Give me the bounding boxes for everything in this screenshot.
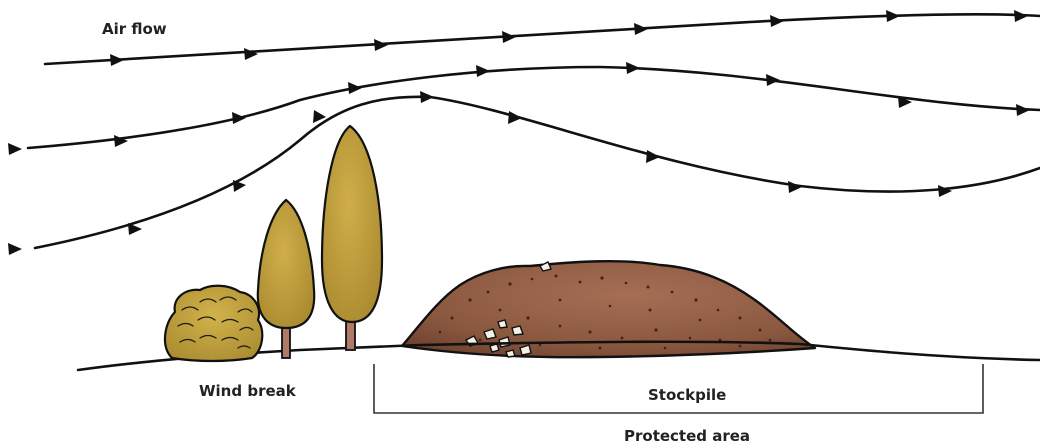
tree-tall [322,126,382,350]
tree-tall-crown [322,126,382,322]
arrow-head [476,65,490,77]
arrow-head [1014,10,1028,22]
bush [165,286,262,361]
air-flow-line-top [45,14,1040,64]
air-flow-label: Air flow [102,20,167,38]
protected-area-label: Protected area [624,427,750,445]
arrow-head [128,223,142,235]
air-flow-line-third [35,97,1040,248]
arrow-head [232,112,246,124]
arrow-head [770,15,784,27]
arrow-head [8,143,22,155]
tree-small-crown [258,200,314,328]
arrow-head [110,54,124,66]
arrow-head [233,180,246,192]
arrow-head [634,23,648,35]
arrow-head [646,150,660,163]
arrow-head [886,10,900,22]
arrow-head [348,82,362,94]
air-flow-line-second [28,67,1040,148]
arrow-head [374,39,388,51]
arrow-head [626,62,640,74]
tree-small [258,200,314,358]
arrow-head [420,91,434,103]
arrow-head [766,74,780,86]
arrow-head [502,31,516,43]
arrow-head [788,181,802,193]
arrow-head [244,48,258,60]
arrow-head [8,243,22,255]
arrow-head [508,111,522,124]
arrow-head [938,185,952,197]
air-flow-lines [28,14,1040,248]
stockpile-label: Stockpile [648,386,726,404]
bush-body [165,286,262,361]
arrow-head [1016,104,1030,116]
wind-break-label: Wind break [199,382,297,400]
